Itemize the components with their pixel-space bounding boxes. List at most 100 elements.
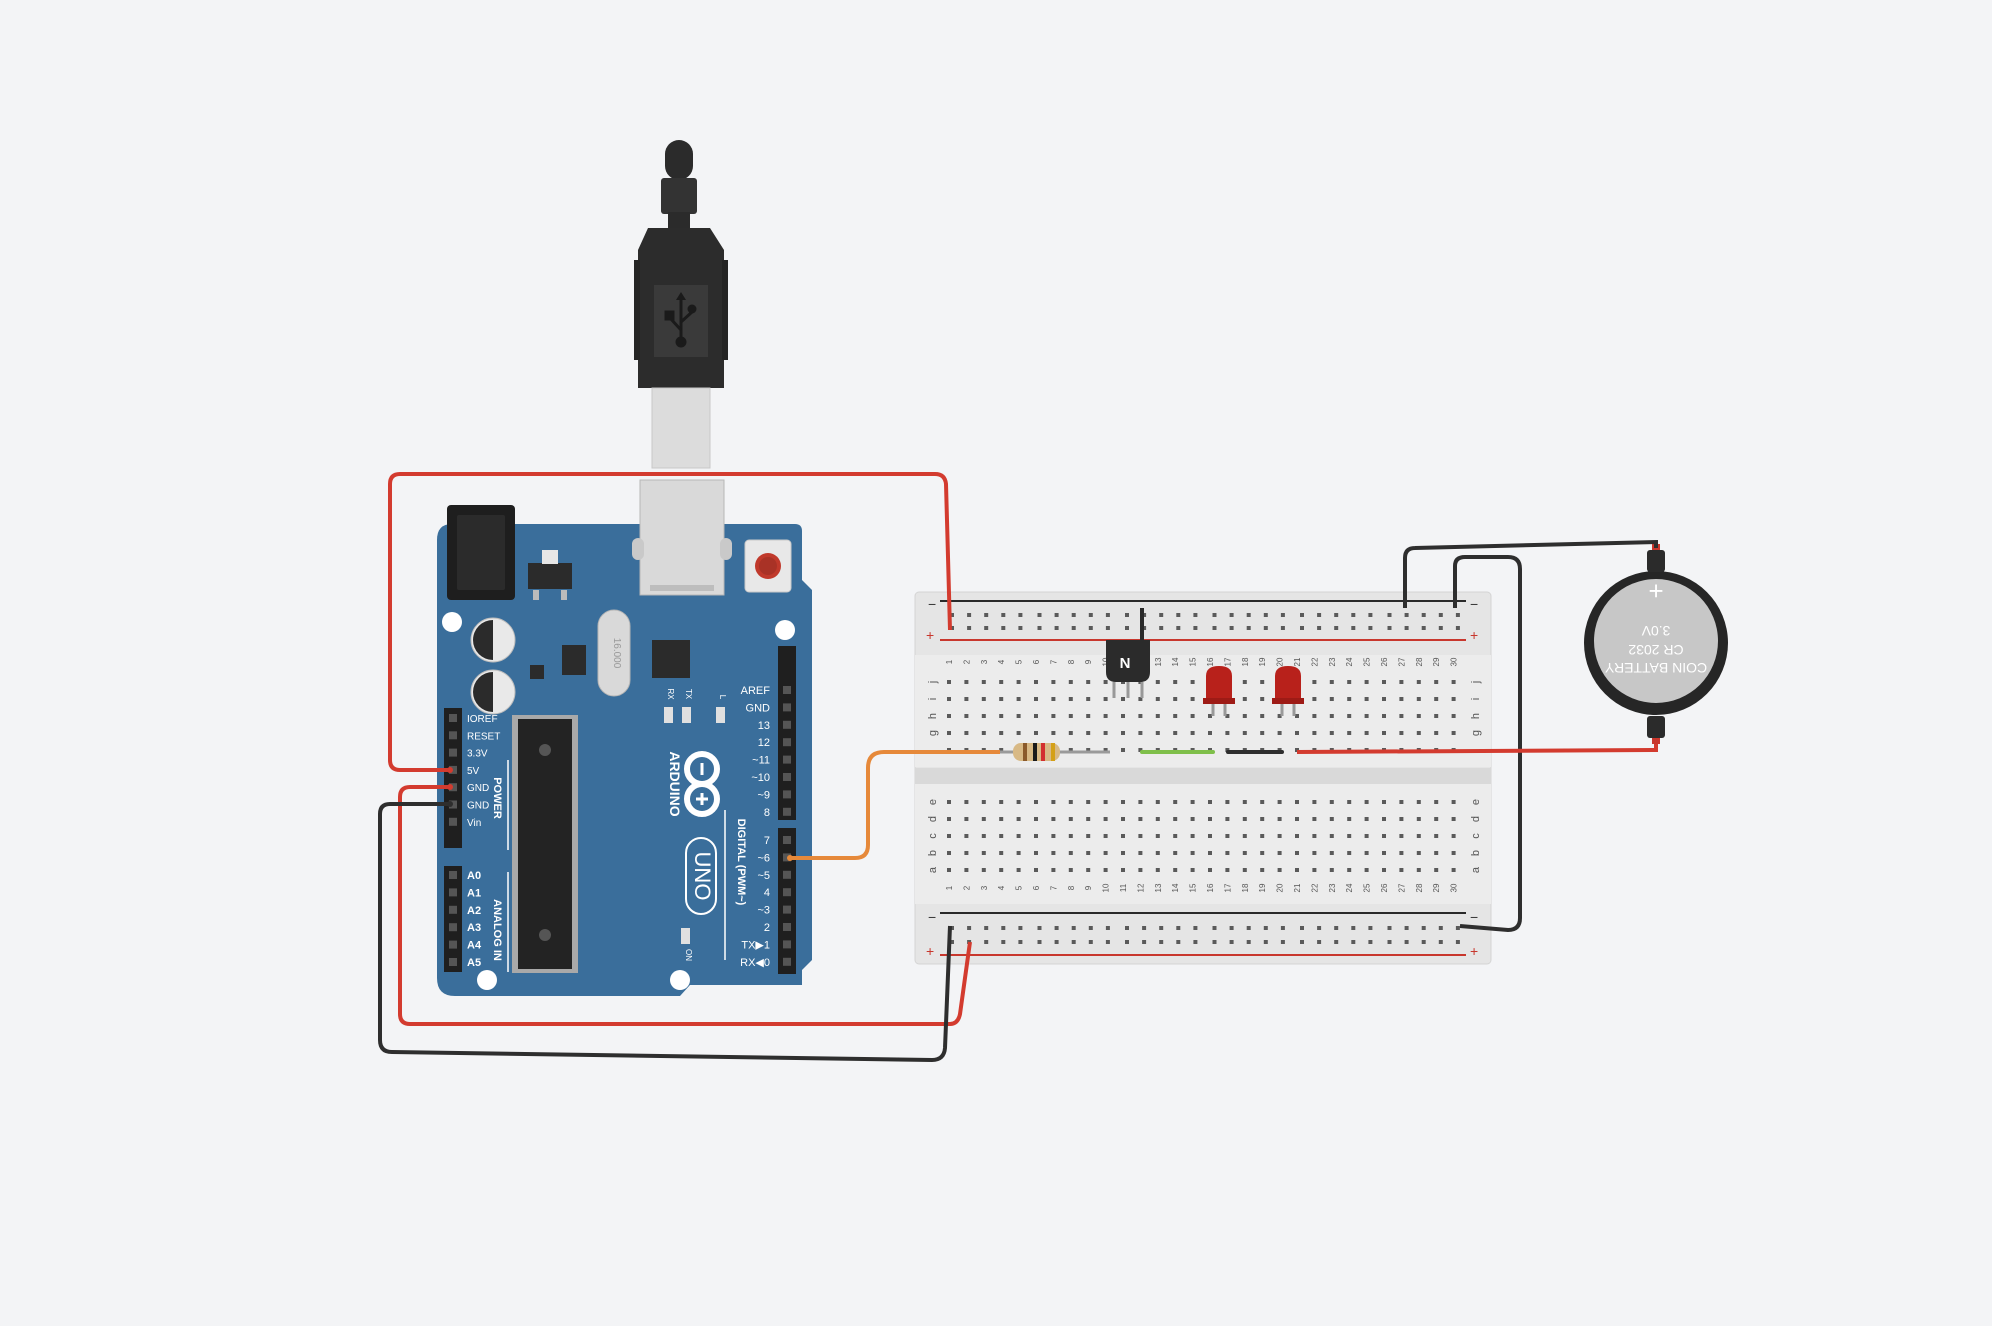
- wire-rail-to-bottom-rail[interactable]: [1453, 555, 1522, 933]
- breadboard-hole[interactable]: [1016, 817, 1021, 821]
- breadboard-hole[interactable]: [1068, 680, 1073, 684]
- digital-pin[interactable]: [783, 923, 791, 931]
- breadboard-hole[interactable]: [964, 680, 969, 684]
- breadboard-hole[interactable]: [981, 800, 986, 804]
- breadboard-hole[interactable]: [1242, 697, 1247, 701]
- breadboard-hole[interactable]: [947, 800, 951, 804]
- digital-pin[interactable]: [783, 905, 791, 914]
- breadboard-hole[interactable]: [1382, 851, 1386, 855]
- breadboard-hole[interactable]: [1208, 851, 1212, 855]
- breadboard-hole[interactable]: [1347, 800, 1352, 804]
- breadboard-hole[interactable]: [1225, 868, 1230, 872]
- breadboard-hole[interactable]: [1103, 731, 1108, 735]
- rail-hole[interactable]: [1088, 926, 1093, 930]
- breadboard-hole[interactable]: [1155, 817, 1160, 821]
- breadboard-hole[interactable]: [1312, 851, 1317, 855]
- breadboard-hole[interactable]: [1312, 731, 1317, 735]
- digital-pin[interactable]: [783, 836, 791, 844]
- rail-hole[interactable]: [1193, 940, 1198, 944]
- breadboard-hole[interactable]: [1225, 851, 1230, 855]
- rail-hole[interactable]: [1334, 940, 1339, 944]
- breadboard-hole[interactable]: [1034, 834, 1038, 838]
- breadboard-hole[interactable]: [1399, 868, 1404, 872]
- rail-hole[interactable]: [1212, 613, 1217, 617]
- breadboard-hole[interactable]: [1208, 817, 1212, 821]
- breadboard-hole[interactable]: [1173, 834, 1178, 838]
- breadboard-hole[interactable]: [1277, 817, 1282, 821]
- breadboard-hole[interactable]: [1295, 868, 1299, 872]
- breadboard-hole[interactable]: [1242, 851, 1247, 855]
- breadboard-hole[interactable]: [1277, 800, 1282, 804]
- breadboard-hole[interactable]: [1051, 800, 1056, 804]
- breadboard-hole[interactable]: [1173, 817, 1178, 821]
- rail-hole[interactable]: [1404, 926, 1409, 930]
- power-pin[interactable]: [449, 765, 457, 774]
- breadboard-hole[interactable]: [1173, 714, 1178, 718]
- rail-hole[interactable]: [1263, 613, 1268, 617]
- analog-pin[interactable]: [449, 871, 457, 879]
- breadboard-hole[interactable]: [1034, 817, 1038, 821]
- breadboard-hole[interactable]: [1051, 851, 1056, 855]
- digital-pin[interactable]: [783, 773, 791, 781]
- rail-hole[interactable]: [1263, 940, 1268, 944]
- breadboard-hole[interactable]: [1103, 868, 1108, 872]
- breadboard-hole[interactable]: [981, 714, 986, 718]
- breadboard-hole[interactable]: [1329, 834, 1334, 838]
- breadboard-hole[interactable]: [1225, 731, 1230, 735]
- rail-hole[interactable]: [1142, 926, 1147, 930]
- breadboard-hole[interactable]: [1347, 817, 1352, 821]
- breadboard-hole[interactable]: [1329, 714, 1334, 718]
- rail-hole[interactable]: [1404, 940, 1409, 944]
- breadboard-hole[interactable]: [1364, 800, 1369, 804]
- breadboard-hole[interactable]: [1034, 697, 1038, 701]
- breadboard-hole[interactable]: [1086, 817, 1091, 821]
- rail-hole[interactable]: [950, 940, 954, 944]
- rail-hole[interactable]: [1229, 626, 1234, 630]
- rail-hole[interactable]: [1421, 926, 1426, 930]
- breadboard-hole[interactable]: [1034, 851, 1038, 855]
- rail-hole[interactable]: [1088, 940, 1093, 944]
- rail-hole[interactable]: [1037, 613, 1042, 617]
- rail-hole[interactable]: [967, 926, 972, 930]
- breadboard-hole[interactable]: [1416, 817, 1421, 821]
- rail-hole[interactable]: [1455, 940, 1460, 944]
- rail-hole[interactable]: [1263, 926, 1268, 930]
- breadboard-hole[interactable]: [1138, 868, 1143, 872]
- breadboard-hole[interactable]: [1086, 851, 1091, 855]
- rail-hole[interactable]: [984, 940, 989, 944]
- digital-pin[interactable]: [783, 957, 791, 966]
- breadboard-hole[interactable]: [1347, 731, 1352, 735]
- breadboard-hole[interactable]: [1016, 800, 1021, 804]
- rail-hole[interactable]: [1088, 626, 1093, 630]
- rail-hole[interactable]: [1176, 626, 1181, 630]
- breadboard-hole[interactable]: [1416, 697, 1421, 701]
- breadboard-hole[interactable]: [999, 748, 1004, 752]
- rail-hole[interactable]: [1105, 626, 1110, 630]
- rail-hole[interactable]: [1300, 626, 1304, 630]
- breadboard-hole[interactable]: [1208, 731, 1212, 735]
- breadboard-hole[interactable]: [1103, 697, 1108, 701]
- rail-hole[interactable]: [1455, 926, 1460, 930]
- rail-hole[interactable]: [1212, 940, 1217, 944]
- breadboard-hole[interactable]: [1225, 748, 1230, 752]
- breadboard-hole[interactable]: [1364, 834, 1369, 838]
- breadboard-hole[interactable]: [1068, 800, 1073, 804]
- breadboard-hole[interactable]: [1034, 800, 1038, 804]
- breadboard-hole[interactable]: [1399, 800, 1404, 804]
- breadboard-hole[interactable]: [1347, 868, 1352, 872]
- breadboard-hole[interactable]: [1225, 817, 1230, 821]
- breadboard-hole[interactable]: [1382, 714, 1386, 718]
- breadboard-hole[interactable]: [1190, 714, 1195, 718]
- rail-hole[interactable]: [1142, 626, 1147, 630]
- rail-hole[interactable]: [1125, 940, 1129, 944]
- breadboard-hole[interactable]: [1347, 851, 1352, 855]
- rail-hole[interactable]: [1193, 613, 1198, 617]
- rail-hole[interactable]: [1071, 613, 1076, 617]
- rail-hole[interactable]: [1054, 926, 1059, 930]
- rail-hole[interactable]: [1368, 613, 1373, 617]
- breadboard-hole[interactable]: [1138, 748, 1143, 752]
- rail-hole[interactable]: [984, 626, 989, 630]
- breadboard-hole[interactable]: [1312, 680, 1317, 684]
- breadboard-hole[interactable]: [1103, 714, 1108, 718]
- analog-pin[interactable]: [449, 905, 457, 914]
